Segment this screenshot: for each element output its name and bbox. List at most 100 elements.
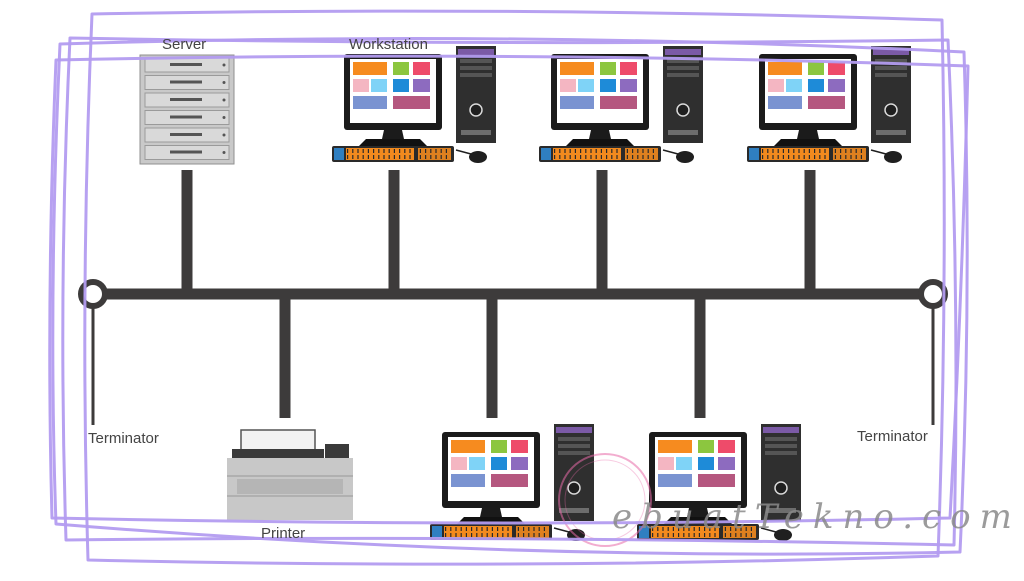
server-bay-slot xyxy=(170,150,202,154)
keyboard-key-gap xyxy=(860,149,862,153)
screen-tile xyxy=(828,62,845,75)
keyboard-key-gap xyxy=(767,149,769,153)
keyboard-key-gap xyxy=(657,533,659,537)
keyboard-key-gap xyxy=(554,149,556,153)
screen-tile xyxy=(768,79,784,92)
keyboard-key-gap xyxy=(481,533,483,537)
keyboard-key-gap xyxy=(788,155,790,159)
mouse xyxy=(469,151,487,163)
screen-tile xyxy=(353,62,387,75)
monitor-neck xyxy=(797,130,819,139)
keyboard-key-gap xyxy=(850,149,852,153)
keyboard-key-gap xyxy=(574,149,576,153)
workstation-icon-4 xyxy=(430,424,594,541)
tower-ports xyxy=(461,130,491,135)
keyboard-key-gap xyxy=(642,155,644,159)
terminator-right-icon xyxy=(918,279,948,425)
keyboard-key-gap xyxy=(559,155,561,159)
server-bay-led xyxy=(222,63,226,67)
keyboard-key-gap xyxy=(803,149,805,153)
tower-drive-bay xyxy=(460,73,492,77)
keyboard-key-gap xyxy=(507,533,509,537)
keyboard-key-gap xyxy=(533,533,535,537)
screen-tile xyxy=(658,440,692,453)
keyboard-key-gap xyxy=(829,149,831,153)
printer-control-panel xyxy=(325,444,349,458)
keyboard-key-gap xyxy=(528,533,530,537)
keyboard-key-gap xyxy=(762,149,764,153)
keyboard-key-gap xyxy=(642,149,644,153)
server-icon xyxy=(139,54,235,165)
keyboard-key-gap xyxy=(378,155,380,159)
keyboard-key-gap xyxy=(782,155,784,159)
keyboard-key-gap xyxy=(497,527,499,531)
tower-power-button xyxy=(884,103,898,117)
keyboard-key-gap xyxy=(445,533,447,537)
keyboard-key-gap xyxy=(404,149,406,153)
tower-ports xyxy=(668,130,698,135)
monitor-stand xyxy=(358,139,428,147)
keyboard-key-gap xyxy=(399,155,401,159)
screen-tile xyxy=(353,79,369,92)
keyboard-key-gap xyxy=(626,155,628,159)
keyboard-key-gap xyxy=(507,527,509,531)
keyboard-accent-keys xyxy=(541,148,551,160)
keyboard-key-gap xyxy=(647,155,649,159)
keyboard-key-gap xyxy=(430,155,432,159)
keyboard-key-gap xyxy=(824,149,826,153)
keyboard-key-gap xyxy=(772,155,774,159)
keyboard-key-gap xyxy=(606,155,608,159)
screen-tile xyxy=(828,79,845,92)
tower-drive-bay xyxy=(460,59,492,63)
keyboard-key-gap xyxy=(793,149,795,153)
keyboard-key-gap xyxy=(404,155,406,159)
keyboard-key-gap xyxy=(445,155,447,159)
screen-tile xyxy=(451,457,467,470)
keyboard-key-gap xyxy=(819,149,821,153)
keyboard-key-gap xyxy=(767,155,769,159)
screen-tile xyxy=(658,457,674,470)
keyboard-key-gap xyxy=(435,149,437,153)
screen-tile xyxy=(393,62,409,75)
keyboard-key-gap xyxy=(569,155,571,159)
keyboard-key-gap xyxy=(808,149,810,153)
mouse xyxy=(676,151,694,163)
keyboard-main-keys xyxy=(761,148,829,160)
keyboard-key-gap xyxy=(724,533,726,537)
keyboard-key-gap xyxy=(476,527,478,531)
keyboard-key-gap xyxy=(352,155,354,159)
server-bay-led xyxy=(222,133,226,137)
screen-tile xyxy=(600,96,637,109)
server-bay-slot xyxy=(170,80,202,84)
keyboard-key-gap xyxy=(419,149,421,153)
keyboard-key-gap xyxy=(652,149,654,153)
keyboard-key-gap xyxy=(523,527,525,531)
keyboard-key-gap xyxy=(574,155,576,159)
monitor-stand xyxy=(565,139,635,147)
keyboard-key-gap xyxy=(373,149,375,153)
keyboard-key-gap xyxy=(399,149,401,153)
keyboard-key-gap xyxy=(762,155,764,159)
terminator-right-label: Terminator xyxy=(857,428,928,445)
keyboard-key-gap xyxy=(362,149,364,153)
keyboard-key-gap xyxy=(672,527,674,531)
keyboard-key-gap xyxy=(855,155,857,159)
keyboard-key-gap xyxy=(357,155,359,159)
keyboard-key-gap xyxy=(698,533,700,537)
tower-top-accent xyxy=(873,49,909,55)
screen-tile xyxy=(786,79,802,92)
keyboard-key-gap xyxy=(652,527,654,531)
screen-tile xyxy=(511,457,528,470)
keyboard-key-gap xyxy=(393,155,395,159)
screen-tile xyxy=(808,62,824,75)
screen-tile xyxy=(698,474,735,487)
keyboard-key-gap xyxy=(637,149,639,153)
mouse-cable xyxy=(760,527,777,533)
keyboard-accent-keys xyxy=(749,148,759,160)
screen-tile xyxy=(393,96,430,109)
keyboard-key-gap xyxy=(585,149,587,153)
keyboard-key-gap xyxy=(543,533,545,537)
mouse-cable xyxy=(455,149,472,155)
keyboard-key-gap xyxy=(435,155,437,159)
